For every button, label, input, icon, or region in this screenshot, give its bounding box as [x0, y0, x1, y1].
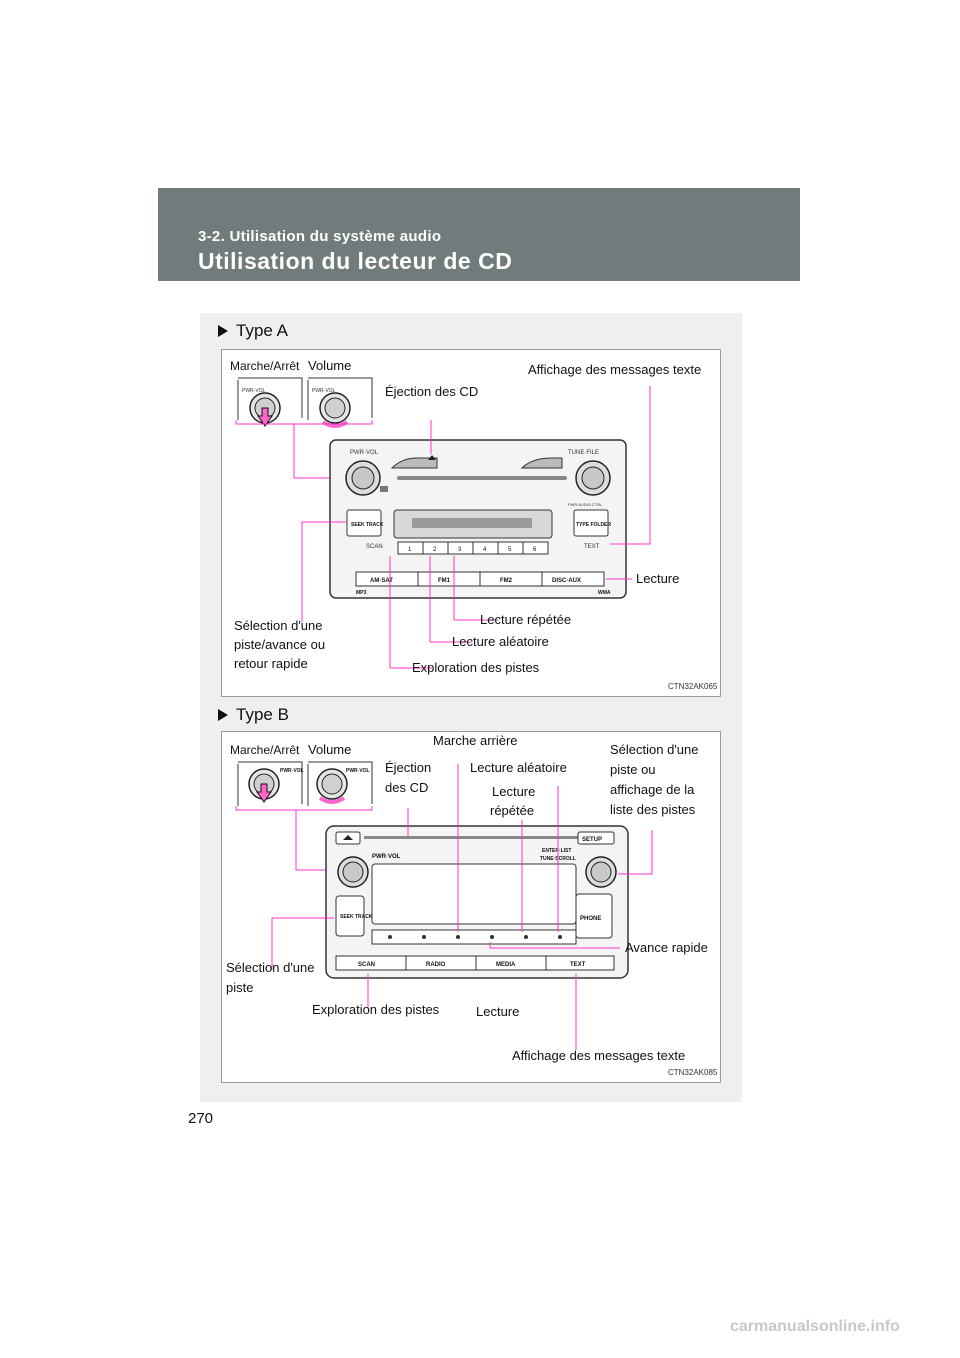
type-b-heading-text: Type B: [236, 705, 289, 724]
label-seek-line3: retour rapide: [234, 656, 308, 671]
mp3-logo: MP3: [356, 590, 367, 596]
type-b-leader-lines: [271, 764, 653, 1050]
triangle-right-icon: [218, 324, 228, 337]
button-media: MEDIA: [496, 962, 516, 968]
band-fm1: FM1: [438, 578, 451, 584]
content-panel: Type A PWR·VOL PWR·VOL: [200, 313, 742, 1102]
unit-b-enter-list: ENTER·LIST: [542, 848, 571, 854]
type-a-heading: Type A: [218, 321, 288, 341]
label-b-fast-forward: Avance rapide: [625, 940, 708, 955]
chapter-header: 3-2. Utilisation du système audio Utilis…: [158, 188, 800, 281]
label-eject: Éjection des CD: [385, 384, 479, 399]
triangle-right-icon: [218, 708, 228, 721]
type-a-leader-lines: [301, 386, 651, 669]
unit-scan-label: SCAN: [366, 544, 383, 550]
band-buttons: AM·SAT FM1 FM2 DISC·AUX: [355, 571, 605, 587]
volume-knob-inset: PWR·VOL: [307, 377, 373, 428]
label-random: Lecture aléatoire: [452, 634, 549, 649]
unit-seek-track-label: SEEK TRACK: [351, 522, 384, 528]
band-disc-aux: DISC·AUX: [552, 578, 581, 584]
button-radio: RADIO: [426, 962, 446, 968]
button-scan: SCAN: [358, 962, 375, 968]
label-repeat: Lecture répétée: [480, 612, 572, 627]
label-b-list-line1: Sélection d'une: [610, 742, 699, 757]
power-knob-inset: PWR·VOL: [237, 377, 303, 427]
preset-buttons: 1 2 3 4 5 6: [397, 541, 549, 555]
label-power: Marche/Arrêt: [230, 359, 300, 373]
type-b-figure: PWR·VOL PWR·VOL SETUP PWR·VOL: [221, 731, 721, 1083]
inset-b-volume-pwr-vol: PWR·VOL: [346, 768, 370, 774]
preset-4: 4: [483, 547, 487, 553]
unit-b-phone: PHONE: [580, 916, 601, 922]
label-b-list-line4: liste des pistes: [610, 802, 696, 817]
band-am-sat: AM·SAT: [370, 578, 393, 584]
label-seek-line1: Sélection d'une: [234, 618, 323, 633]
unit-b-pwr-vol: PWR·VOL: [372, 854, 401, 860]
type-b-audio-unit: SETUP PWR·VOL ENTER·LIST TUNE·SCROLL SEE…: [325, 825, 629, 979]
label-b-rewind: Marche arrière: [433, 733, 518, 748]
figure-code-b: CTN32AK085: [668, 1068, 718, 1077]
label-b-eject-line2: des CD: [385, 780, 429, 795]
type-a-audio-unit: PWR·VOL TUNE·FILE PWR AUDIO CTRL SEEK TR…: [329, 439, 627, 599]
type-b-heading: Type B: [218, 705, 289, 725]
label-b-repeat-line1: Lecture: [492, 784, 536, 799]
unit-b-setup: SETUP: [582, 837, 602, 843]
unit-b-seek-track: SEEK TRACK: [340, 914, 373, 920]
label-b-volume: Volume: [308, 742, 352, 757]
label-b-list-line2: piste ou: [610, 762, 656, 777]
label-b-seek-line2: piste: [226, 980, 254, 995]
figure-code-a: CTN32AK065: [668, 682, 718, 691]
label-b-list-line3: affichage de la: [610, 782, 695, 797]
volume-knob-inset-b: PWR·VOL: [307, 761, 373, 806]
label-b-random: Lecture aléatoire: [470, 760, 567, 775]
type-a-figure: PWR·VOL PWR·VOL PWR·VOL TUNE·FILE: [221, 349, 721, 697]
unit-audio-ctrl-label: PWR AUDIO CTRL: [568, 502, 603, 507]
unit-type-folder-label: TYPE FOLDER: [576, 522, 611, 528]
preset-5: 5: [508, 547, 512, 553]
inset-b-pwr-vol: PWR·VOL: [280, 768, 304, 774]
label-b-repeat-line2: répétée: [490, 803, 535, 818]
label-b-scan: Exploration des pistes: [312, 1002, 440, 1017]
label-b-seek-line1: Sélection d'une: [226, 960, 315, 975]
label-b-eject-line1: Éjection: [385, 760, 432, 775]
label-b-text-display: Affichage des messages texte: [512, 1048, 686, 1063]
inset-pwr-vol-label: PWR·VOL: [242, 388, 266, 394]
label-seek-line2: piste/avance ou: [234, 637, 326, 652]
bottom-buttons: SCAN RADIO MEDIA TEXT: [335, 955, 615, 971]
label-play: Lecture: [636, 571, 680, 586]
label-b-play: Lecture: [476, 1004, 520, 1019]
inset-volume-pwr-vol-label: PWR·VOL: [312, 388, 336, 394]
unit-pwr-vol-label: PWR·VOL: [350, 450, 379, 456]
label-volume: Volume: [308, 358, 352, 373]
wma-logo: WMA: [598, 590, 611, 596]
power-knob-inset-b: PWR·VOL: [237, 761, 304, 806]
label-b-power: Marche/Arrêt: [230, 743, 300, 757]
label-text-display: Affichage des messages texte: [528, 362, 702, 377]
page-title: Utilisation du lecteur de CD: [198, 248, 513, 274]
type-b-illustration: PWR·VOL PWR·VOL SETUP PWR·VOL: [235, 761, 653, 1050]
label-scan: Exploration des pistes: [412, 660, 540, 675]
page-number: 270: [188, 1110, 214, 1127]
unit-tune-file-label: TUNE·FILE: [568, 450, 599, 456]
preset-2: 2: [433, 547, 437, 553]
watermark: carmanualsonline.info: [730, 1318, 900, 1335]
section-title: 3-2. Utilisation du système audio: [198, 228, 442, 245]
preset-1: 1: [408, 547, 412, 553]
preset-6: 6: [533, 547, 537, 553]
type-a-heading-text: Type A: [236, 321, 288, 340]
preset-3: 3: [458, 547, 462, 553]
unit-text-label: TEXT: [584, 544, 600, 550]
button-text: TEXT: [570, 962, 586, 968]
type-a-illustration: PWR·VOL PWR·VOL PWR·VOL TUNE·FILE: [235, 377, 651, 669]
band-fm2: FM2: [500, 578, 513, 584]
